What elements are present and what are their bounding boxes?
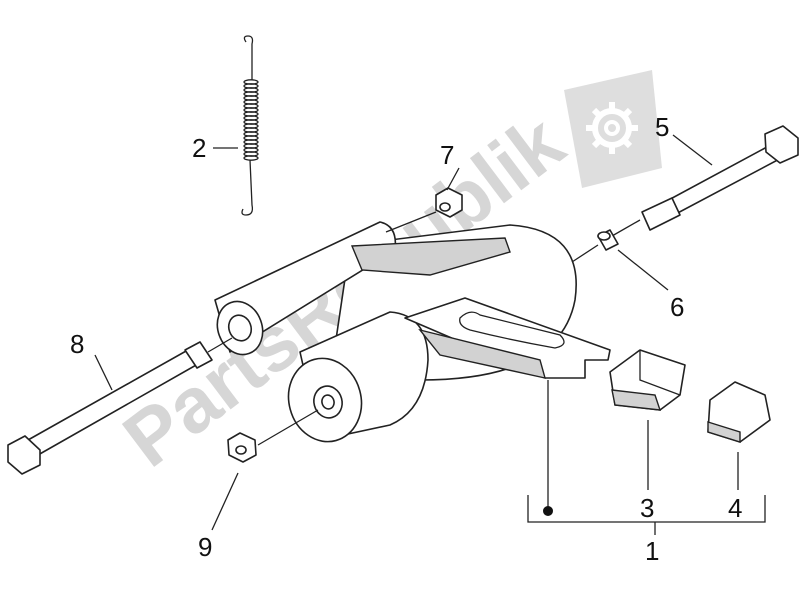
leader-lines	[94, 134, 766, 535]
spring-coils	[243, 79, 259, 161]
callout-5: 5	[655, 112, 669, 142]
callout-2: 2	[192, 133, 206, 163]
callout-4: 4	[728, 493, 742, 523]
spring-part	[213, 35, 259, 216]
spring-coil	[243, 155, 259, 161]
nut-9-part	[227, 409, 319, 463]
rubber-block-4-part	[707, 381, 771, 443]
callout-9: 9	[198, 532, 212, 562]
spacer-6-part	[571, 229, 619, 263]
callout-3: 3	[640, 493, 654, 523]
rubber-block-3-part	[609, 349, 686, 411]
reference-dot	[543, 506, 553, 516]
bolt-8-part	[7, 337, 233, 475]
callout-1: 1	[645, 536, 659, 566]
swing-arm-part	[214, 221, 611, 443]
bolt-5-part	[611, 125, 799, 237]
callout-labels: 1 2 3 4 5 6 7 8 9	[70, 112, 742, 566]
callout-7: 7	[440, 140, 454, 170]
gear-icon	[564, 70, 662, 188]
callout-6: 6	[670, 292, 684, 322]
callout-8: 8	[70, 329, 84, 359]
